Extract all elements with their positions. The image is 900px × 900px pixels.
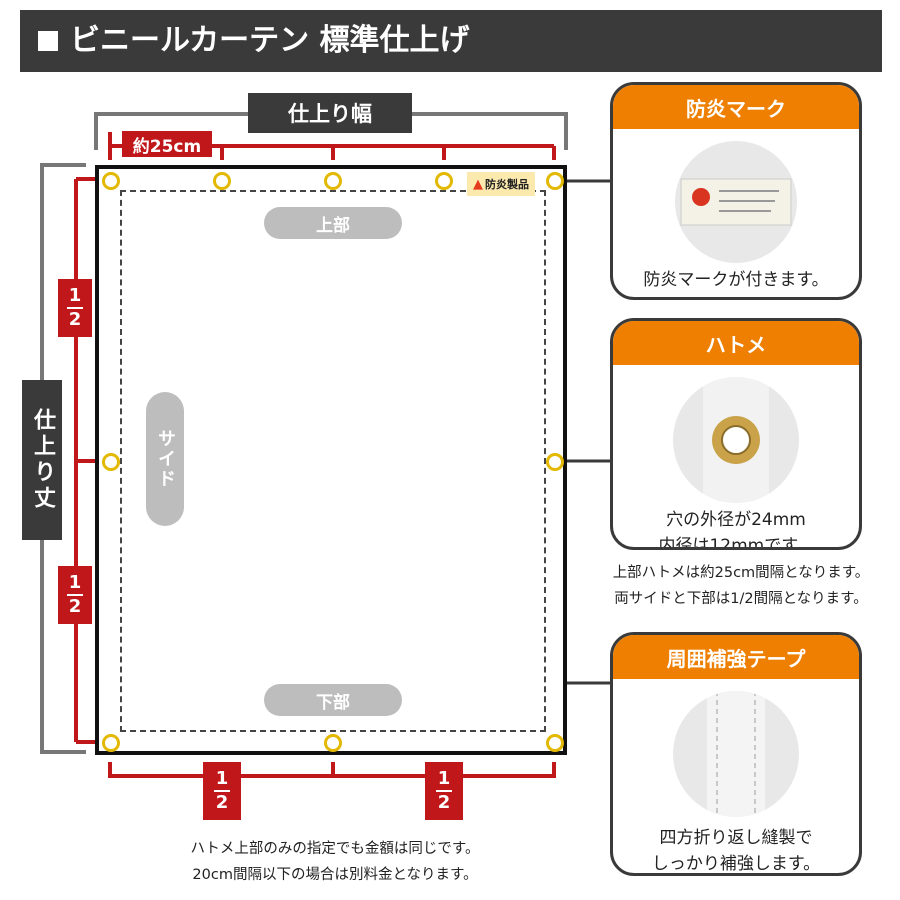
fraction-numerator: 1 (68, 572, 82, 593)
card-title: 周囲補強テープ (613, 635, 859, 679)
reinforcement-tape-card: 周囲補強テープ 四方折り返し縫製で しっかり補強します。 (610, 632, 862, 876)
bottom-section-label: 下部 (264, 684, 402, 716)
card-caption: 防炎マークが付きます。 (643, 270, 829, 290)
grommet-photo (673, 377, 799, 503)
page-title: ビニールカーテン 標準仕上げ (70, 23, 470, 58)
page-header: ビニールカーテン 標準仕上げ (20, 10, 882, 72)
price-note: ハトメ上部のみの指定でも金額は同じです。 20cm間隔以下の場合は別料金となりま… (120, 836, 550, 888)
finished-height-label: 仕上り丈 (22, 380, 62, 540)
card-title: ハトメ (613, 321, 859, 365)
grommet-icon (213, 172, 231, 190)
grommet-icon (435, 172, 453, 190)
reinforcement-tape-line (120, 190, 546, 732)
grommet-card: ハトメ 穴の外径が24mm 内径は12mmです。 (610, 318, 862, 550)
fire-mark-sticker-icon (680, 178, 792, 226)
fraction-denominator: 2 (68, 596, 82, 617)
card-caption-line2: しっかり補強します。 (651, 854, 821, 874)
grommet-icon (102, 172, 120, 190)
note-line: ハトメ上部のみの指定でも金額は同じです。 (190, 841, 480, 857)
fraction-denominator: 2 (68, 309, 82, 330)
grommet-icon (102, 453, 120, 471)
fraction-numerator: 1 (437, 768, 451, 789)
fraction-numerator: 1 (68, 285, 82, 306)
note-line: 20cm間隔以下の場合は別料金となります。 (192, 867, 478, 883)
card-title: 防炎マーク (613, 85, 859, 129)
grommet-icon (546, 734, 564, 752)
note-line: 両サイドと下部は1/2間隔となります。 (614, 591, 868, 607)
flame-icon: ▲ (473, 176, 483, 192)
fraction-numerator: 1 (215, 768, 229, 789)
fire-mark-card: 防炎マーク 防炎マークが付きます。 (610, 82, 862, 300)
finished-width-label: 仕上り幅 (248, 93, 412, 133)
fire-mark-photo (675, 141, 797, 263)
card-caption-line1: 四方折り返し縫製で (659, 828, 813, 848)
side-section-label: サイド (146, 392, 184, 526)
tape-photo (673, 691, 799, 817)
grommet-spacing-note: 上部ハトメは約25cm間隔となります。 両サイドと下部は1/2間隔となります。 (586, 560, 896, 612)
fraction-denominator: 2 (215, 792, 229, 813)
note-line: 上部ハトメは約25cm間隔となります。 (612, 565, 870, 581)
grommet-icon (546, 172, 564, 190)
top-section-label: 上部 (264, 207, 402, 239)
card-caption-line2: 内径は12mmです。 (658, 536, 814, 550)
grommet-icon (546, 453, 564, 471)
tape-closeup-icon (707, 691, 765, 817)
grommet-closeup-icon (703, 377, 769, 503)
fraction-denominator: 2 (437, 792, 451, 813)
fire-mark-tag: ▲防炎製品 (467, 172, 535, 196)
card-caption-line1: 穴の外径が24mm (666, 510, 806, 530)
grommet-icon (324, 172, 342, 190)
square-bullet-icon (38, 31, 58, 51)
fire-mark-text: 防炎製品 (485, 178, 529, 191)
grommet-icon (324, 734, 342, 752)
grommet-icon (102, 734, 120, 752)
spacing-label: 約25cm (122, 131, 212, 157)
